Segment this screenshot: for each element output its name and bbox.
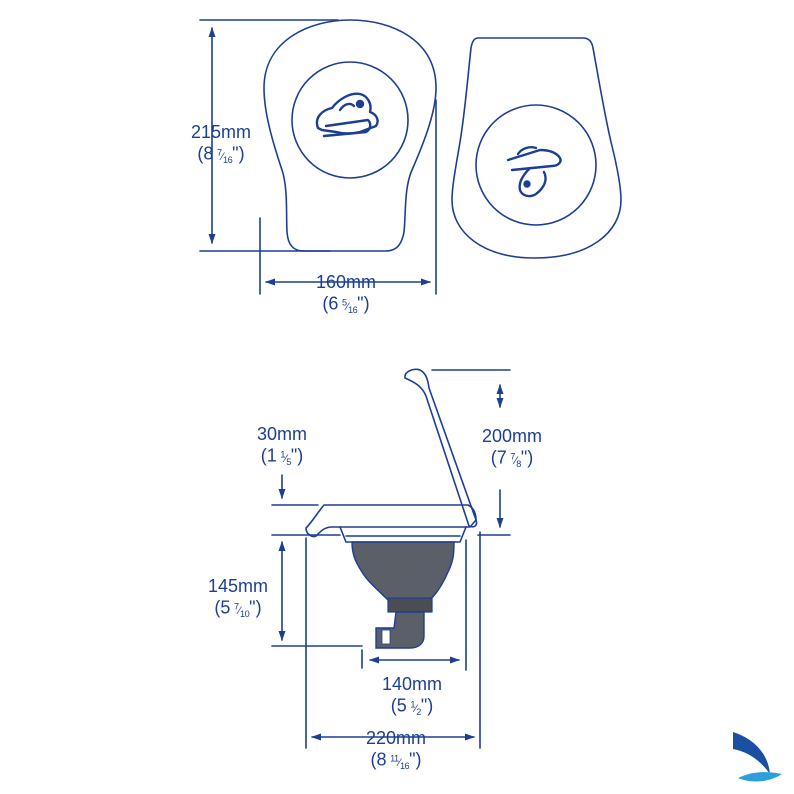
width-top-label: 160mm (6 5⁄16") bbox=[296, 272, 396, 320]
seat-side-outline bbox=[305, 504, 477, 538]
seat-height-label: 30mm (1 1⁄5") bbox=[240, 424, 324, 472]
base-width-label: 140mm (5 1⁄2") bbox=[362, 674, 462, 722]
bowl-height-mm: 145mm bbox=[207, 576, 269, 596]
width-top-mm: 160mm bbox=[315, 272, 377, 292]
seat-top-view-outline bbox=[263, 19, 437, 252]
lid-open-label: 200mm (7 7⁄8") bbox=[462, 426, 562, 474]
pump-body bbox=[351, 541, 455, 649]
height-top-mm: 215mm bbox=[190, 122, 252, 142]
sail-logo-icon bbox=[733, 732, 782, 782]
lid-open-inch: (7 7⁄8") bbox=[490, 447, 534, 469]
seat-height-inch: (1 1⁄5") bbox=[260, 445, 304, 467]
base-width-mm: 140mm bbox=[381, 674, 443, 694]
seat-height-mm: 30mm bbox=[256, 424, 307, 444]
base-rim bbox=[339, 526, 467, 543]
total-width-mm: 220mm bbox=[365, 728, 427, 748]
bowl-logo-disc bbox=[475, 104, 597, 226]
base-width-inch: (5 1⁄2") bbox=[390, 695, 434, 717]
bowl-height-inch: (5 7⁄10") bbox=[214, 597, 262, 619]
seat-open-view-outline bbox=[451, 37, 622, 259]
total-width-label: 220mm (8 11⁄16") bbox=[344, 728, 448, 776]
seal-mascot-icon-open bbox=[506, 146, 562, 198]
width-top-inch: (6 5⁄16") bbox=[322, 293, 370, 315]
height-top-label: 215mm (8 7⁄16") bbox=[176, 122, 266, 170]
total-width-inch: (8 11⁄16") bbox=[370, 749, 422, 771]
lid-open-mm: 200mm bbox=[481, 426, 543, 446]
height-top-inch: (8 7⁄16") bbox=[197, 143, 245, 165]
bowl-height-label: 145mm (5 7⁄10") bbox=[194, 576, 282, 624]
seal-mascot-icon bbox=[315, 92, 379, 138]
seat-logo-disc bbox=[291, 61, 409, 179]
